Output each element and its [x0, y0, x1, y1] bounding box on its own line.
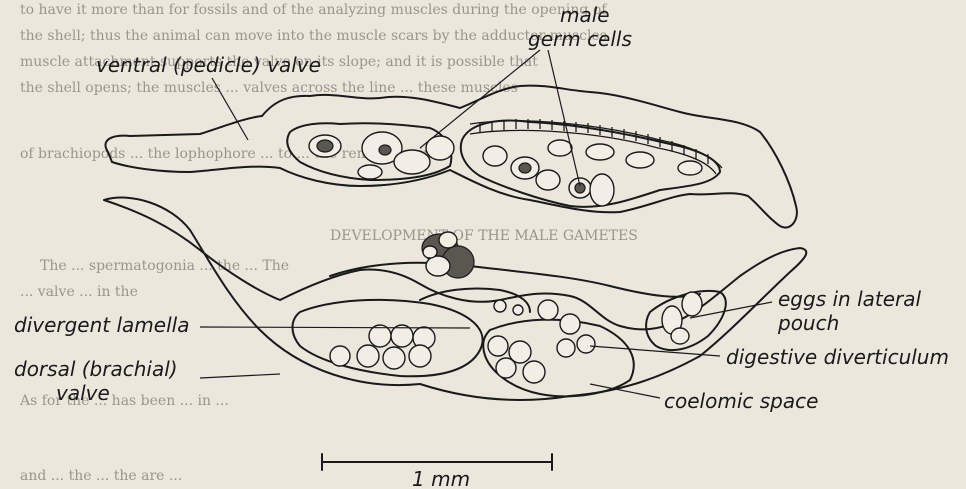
label-male-line1: male	[560, 3, 610, 27]
bg-text-line-6: The ... spermatogonia ... the ... The	[40, 258, 289, 274]
bg-text-line-9: and ... the ... the are ...	[20, 468, 182, 484]
scale-bar-label: 1 mm	[412, 467, 470, 489]
leader-digestive-diverticulum	[590, 346, 720, 356]
leader-lines	[200, 50, 772, 398]
leader-dorsal-valve	[200, 374, 280, 378]
label-dorsal-valve-line1: dorsal (brachial)	[14, 357, 178, 381]
dorsal-eggs	[330, 292, 702, 383]
label-eggs-line2: pouch	[777, 311, 839, 335]
label-digestive-diverticulum: digestive diverticulum	[726, 345, 949, 369]
bg-text-heading: DEVELOPMENT OF THE MALE GAMETES	[330, 228, 638, 244]
label-divergent-lamella: divergent lamella	[14, 313, 189, 337]
scale-bar: 1 mm	[322, 454, 552, 489]
bg-text-line-7: ... valve ... in the	[20, 284, 138, 300]
bg-text-line-4: the shell opens; the muscles ... valves …	[20, 80, 518, 96]
leader-divergent-lamella	[200, 327, 470, 328]
bg-text-line-2: the shell; thus the animal can move into…	[20, 28, 607, 44]
label-germ-cells-line2: germ cells	[528, 27, 632, 51]
bg-text-line-1: to have it more than for fossils and of …	[20, 2, 608, 18]
label-ventral-valve: ventral (pedicle) valve	[96, 53, 321, 77]
bg-text-line-8: As for the ... has been ... in ...	[19, 393, 229, 409]
label-coelomic-space: coelomic space	[664, 389, 818, 413]
label-dorsal-valve-line2: valve	[56, 381, 110, 405]
label-eggs-line1: eggs in lateral	[778, 287, 922, 311]
leader-male-germ-cells-2	[548, 50, 580, 186]
